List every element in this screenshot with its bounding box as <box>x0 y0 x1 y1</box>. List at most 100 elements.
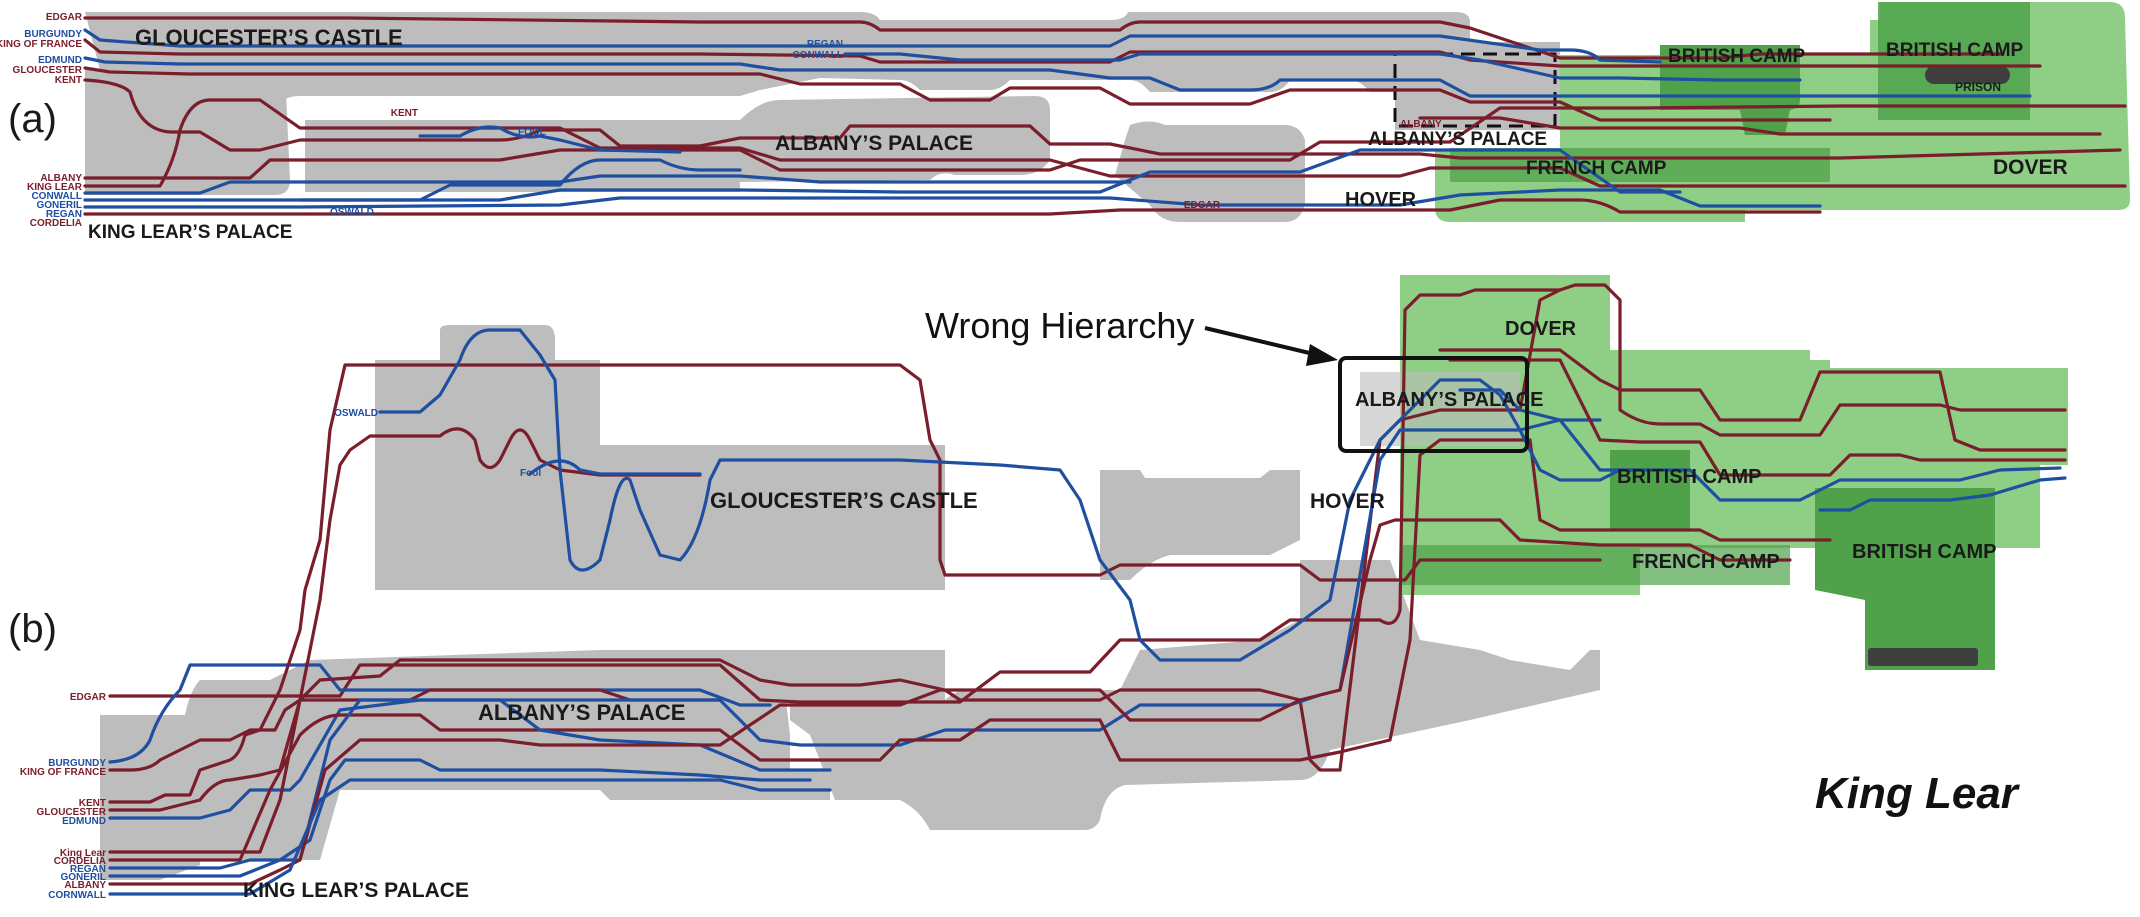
storyline-albany-b <box>108 518 1792 886</box>
storyline-oswald-a <box>298 158 742 202</box>
location-label: GLOUCESTER’S CASTLE <box>135 25 403 50</box>
char-labels-a-inline: REGAN CONWALL KENT FOOL OSWALD EDGAR ALB… <box>330 39 1442 218</box>
char-label: EDGAR <box>70 692 107 703</box>
storyline-king-of-france-a <box>83 38 2042 68</box>
region-prison-a <box>1925 66 2010 84</box>
storyline-edgar-a <box>83 16 2002 60</box>
storyline-kent-b <box>108 363 1602 804</box>
wrong-hierarchy-box <box>1338 356 1529 453</box>
char-label: ALBANY <box>64 880 106 891</box>
char-label: GONERIL <box>36 200 82 211</box>
char-labels-a-left: EDGAR BURGUNDY KING OF FRANCE EDMUND GLO… <box>0 12 83 229</box>
storyline-fool-b <box>528 459 702 476</box>
storyline-cornwall-b <box>108 778 832 896</box>
region-british-camp-b1 <box>1610 450 1690 530</box>
storylines-b <box>108 283 2067 896</box>
storyline-british-camp-b <box>1818 476 2067 512</box>
char-label: GLOUCESTER <box>37 807 107 818</box>
region-albanys-palace-a <box>305 96 1050 192</box>
char-label: BURGUNDY <box>48 758 106 769</box>
char-label: ALBANY <box>40 173 82 184</box>
char-label: CORNWALL <box>48 890 106 901</box>
location-label: HOVER <box>1310 490 1385 513</box>
storyline-regan-a <box>83 188 1822 209</box>
region-middle-gray-b <box>730 560 1600 830</box>
region-albanys-palace-b <box>100 650 830 860</box>
storyline-dover-lines3-b <box>1458 388 2062 502</box>
panel-a: EDGAR BURGUNDY KING OF FRANCE EDMUND GLO… <box>0 2 2130 243</box>
region-hover-b <box>1100 470 1300 580</box>
figure-title: King Lear <box>1815 769 2021 818</box>
char-label: KENT <box>55 75 82 86</box>
panel-label-a: (a) <box>8 97 57 141</box>
char-label: EDMUND <box>62 816 106 827</box>
char-label: BURGUNDY <box>24 29 82 40</box>
storyline-cordelia-b <box>108 438 1832 862</box>
location-label: ALBANY’S PALACE <box>1355 389 1544 411</box>
location-label: FRENCH CAMP <box>1632 551 1780 573</box>
char-label: OSWALD <box>334 408 378 419</box>
char-label: KENT <box>391 108 418 119</box>
region-french-camp-b <box>1400 545 1790 585</box>
wrong-hierarchy-label: Wrong Hierarchy <box>925 305 1194 346</box>
char-label: KENT <box>79 798 106 809</box>
char-label: ALBANY <box>1400 119 1442 130</box>
region-king-lears-palace-b <box>100 750 200 880</box>
loc-labels-a: GLOUCESTER’S CASTLE ALBANY’S PALACE KING… <box>88 25 2068 243</box>
storyline-edmund-a <box>83 56 2032 98</box>
char-label: REGAN <box>70 864 106 875</box>
storyline-king-lear-a <box>83 98 2127 188</box>
region-british-camp-b2 <box>1815 488 1995 670</box>
region-british-camp-a2 <box>1878 2 2030 120</box>
char-label: OSWALD <box>330 207 374 218</box>
storyline-burgundy-a <box>83 28 1662 64</box>
location-label: BRITISH CAMP <box>1617 466 1761 488</box>
storyline-albany-late-a <box>1418 116 2102 136</box>
location-label: FRENCH CAMP <box>1526 158 1667 179</box>
location-label: ALBANY’S PALACE <box>1368 129 1547 150</box>
storyline-fool-a <box>418 125 682 154</box>
char-label: FOOL <box>518 127 546 138</box>
storyline-goneril-a <box>83 148 1682 202</box>
loc-labels-b: GLOUCESTER’S CASTLE ALBANY’S PALACE KING… <box>243 318 1996 902</box>
storyline-goneril-b <box>108 758 812 878</box>
panel-label-b: (b) <box>8 607 57 651</box>
char-label: CORDELIA <box>30 218 82 229</box>
panel-b: Wrong Hierarchy GLOUCESTER’S CASTLE ALBA… <box>8 275 2068 902</box>
storyline-gloucester-a <box>83 66 1832 122</box>
wrong-hierarchy-arrow <box>1204 326 1323 358</box>
location-label: DOVER <box>1993 156 2068 179</box>
location-label: KING LEAR’S PALACE <box>243 879 469 902</box>
char-label: CORDELIA <box>54 856 106 867</box>
wrong-hierarchy-arrowhead <box>1306 344 1338 366</box>
region-gloucesters-castle-b <box>375 325 945 590</box>
storyline-burgundy-b <box>108 663 772 764</box>
char-label: EDGAR <box>46 12 83 23</box>
location-label: BRITISH CAMP <box>1668 46 1806 67</box>
char-label: CONWALL <box>31 191 82 202</box>
location-label: GLOUCESTER’S CASTLE <box>710 488 978 513</box>
char-label: Fool <box>520 468 541 479</box>
storyline-gloucester-b <box>108 288 1562 812</box>
location-label: BRITISH CAMP <box>1886 40 2024 61</box>
char-labels-b: EDGAR BURGUNDY KING OF FRANCE KENT GLOUC… <box>20 408 541 901</box>
location-label: BRITISH CAMP <box>1852 541 1996 563</box>
char-label: GONERIL <box>60 872 106 883</box>
char-label: REGAN <box>807 39 843 50</box>
location-label: KING LEAR’S PALACE <box>88 222 292 243</box>
storyline-edgar-b <box>108 283 2067 704</box>
storyline-dover-lines-b <box>1438 348 2067 452</box>
storyline-dover-lines2-b <box>1448 358 2067 477</box>
location-label: ALBANY’S PALACE <box>478 700 685 725</box>
storyline-oswald-b <box>378 328 1642 662</box>
char-label: KING LEAR <box>27 182 83 193</box>
location-label: DOVER <box>1505 318 1577 340</box>
storyline-regan-conwall-a <box>843 52 1802 82</box>
region-prison-b <box>1868 648 1978 666</box>
char-label: EDGAR <box>1184 200 1221 211</box>
char-label: EDMUND <box>38 55 82 66</box>
char-label: KING OF FRANCE <box>20 767 106 778</box>
char-label: CONWALL <box>792 50 843 61</box>
region-gloucesters-castle-a <box>85 12 1560 120</box>
